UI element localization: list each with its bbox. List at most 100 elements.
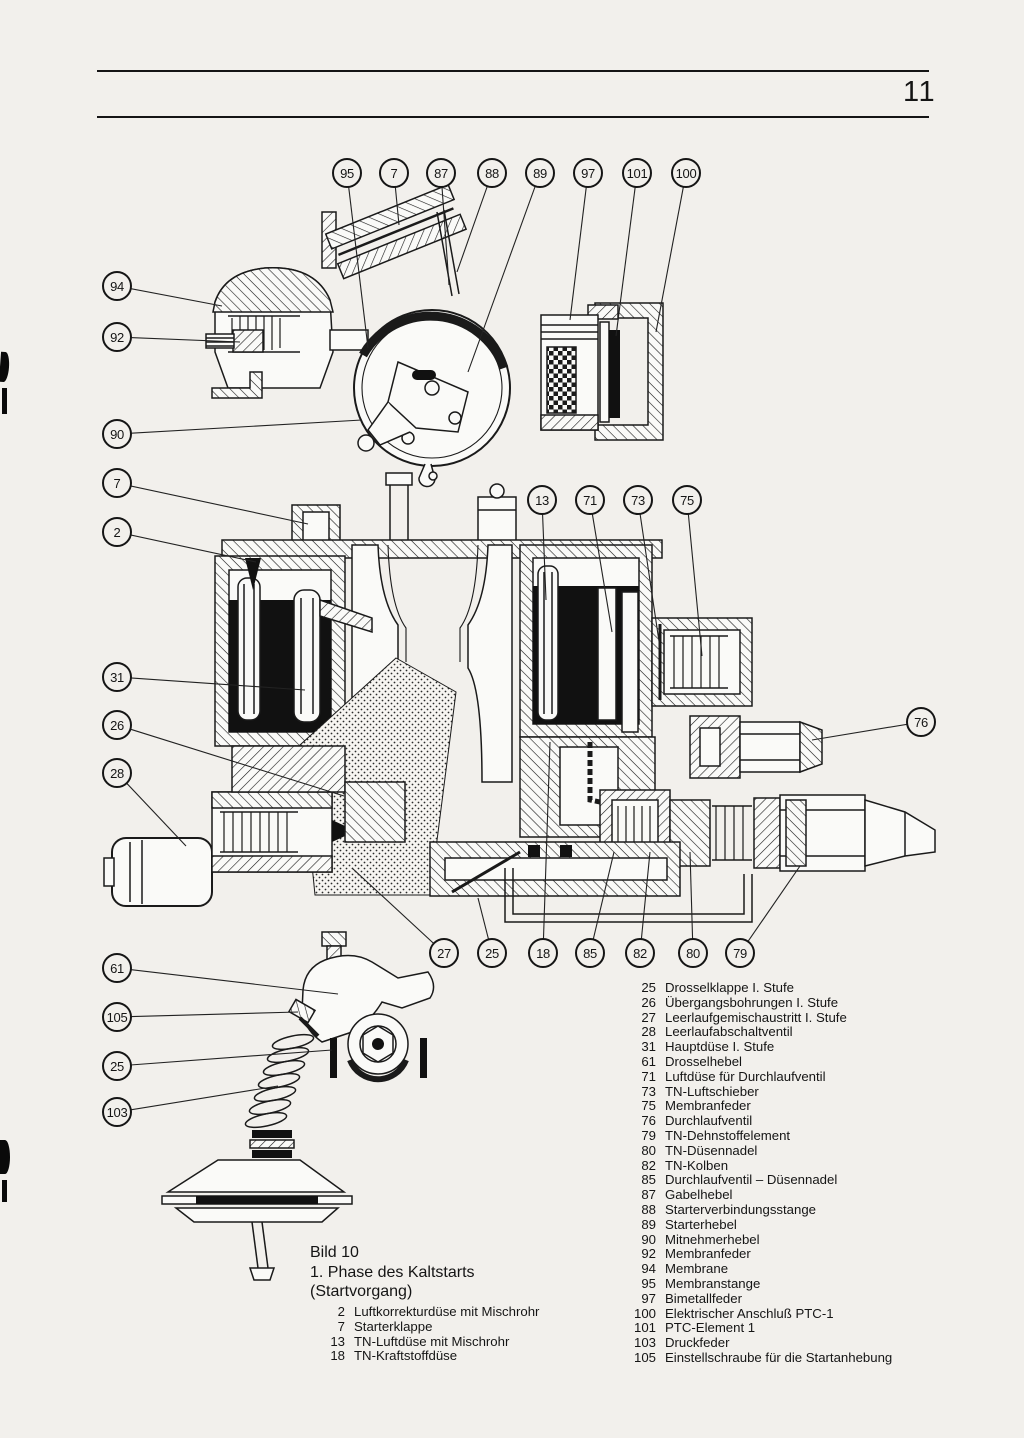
legend-part-number: 28 — [641, 1024, 656, 1040]
legend-row-75: 75 Membranfeder — [620, 1099, 892, 1114]
legend-part-label: TN-Düsennadel — [665, 1142, 758, 1158]
callout-61: 61 — [102, 953, 132, 983]
legend-part-number: 80 — [641, 1142, 656, 1158]
legend-part-label: Luftkorrekturdüse mit Mischrohr — [354, 1304, 540, 1319]
legend-part-number: 71 — [641, 1068, 656, 1084]
legend-part-number: 79 — [641, 1127, 656, 1143]
legend-row-82: 82 TN-Kolben — [620, 1157, 892, 1174]
legend-part-number: 26 — [641, 994, 656, 1010]
legend-part-label: Membranfeder — [665, 1098, 751, 1114]
legend-part-label: TN-Luftdüse mit Mischrohr — [354, 1333, 510, 1349]
legend-part-number: 94 — [641, 1261, 656, 1277]
legend-row-76: 76 Durchlaufventil — [620, 1113, 892, 1129]
legend-part-number: 13 — [330, 1333, 345, 1349]
legend-row-13: 13 TN-Luftdüse mit Mischrohr — [312, 1333, 539, 1350]
legend-part-number: 27 — [641, 1009, 656, 1025]
legend-row-25: 25 Drosselklappe I. Stufe — [620, 980, 892, 996]
legend-part-number: 76 — [641, 1113, 656, 1129]
callout-28: 28 — [102, 758, 132, 788]
legend-part-number: 2 — [337, 1304, 345, 1319]
legend-part-number: 95 — [641, 1275, 656, 1291]
callout-7-main: 7 — [102, 468, 132, 498]
legend-part-label: Mitnehmerhebel — [665, 1231, 760, 1247]
legend-part-label: Drosselhebel — [665, 1053, 742, 1069]
callout-76: 76 — [906, 707, 936, 737]
legend-part-label: Bimetallfeder — [665, 1290, 742, 1306]
legend-row-2: 2 Luftkorrekturdüse mit Mischrohr — [312, 1304, 540, 1320]
legend-row-97: 97 Bimetallfeder — [620, 1290, 892, 1307]
legend-part-label: TN-Kraftstoffdüse — [354, 1348, 458, 1364]
legend-part-number: 103 — [633, 1335, 656, 1351]
legend-part-number: 61 — [641, 1053, 656, 1069]
legend-part-label: Durchlaufventil – Düsennadel — [665, 1172, 838, 1188]
legend-row-61: 61 Drosselhebel — [620, 1053, 892, 1070]
legend-part-label: Membrane — [665, 1261, 729, 1277]
callout-100: 100 — [671, 158, 701, 188]
legend-part-number: 85 — [641, 1172, 656, 1188]
legend-part-number: 89 — [641, 1216, 656, 1232]
legend-part-label: Drosselklappe I. Stufe — [665, 980, 795, 995]
binding-mark — [2, 1180, 7, 1202]
callout-79: 79 — [725, 938, 755, 968]
legend-part-label: Leerlaufabschaltventil — [665, 1024, 793, 1040]
legend-part-number: 75 — [641, 1098, 656, 1114]
legend-part-label: TN-Dehnstoffelement — [665, 1127, 791, 1143]
callout-87: 87 — [426, 158, 456, 188]
legend-row-80: 80 TN-Düsennadel — [620, 1142, 892, 1159]
legend-part-number: 82 — [641, 1157, 656, 1173]
throttle-lever-assembly — [161, 931, 435, 1281]
legend-part-label: Gabelhebel — [665, 1187, 733, 1203]
callout-94: 94 — [102, 271, 132, 301]
pressure-spring — [244, 1033, 315, 1129]
legend-part-number: 87 — [641, 1187, 656, 1203]
legend-part-label: Membranstange — [665, 1275, 761, 1291]
legend-part-label: Starterklappe — [354, 1318, 433, 1334]
binding-mark — [0, 1140, 10, 1174]
legend-part-label: Einstellschraube für die Startanhebung — [665, 1349, 893, 1365]
callout-75: 75 — [672, 485, 702, 515]
legend-row-28: 28 Leerlaufabschaltventil — [620, 1025, 892, 1040]
figure-subtitle-2: (Startvorgang) — [310, 1283, 413, 1300]
callout-13: 13 — [527, 485, 557, 515]
callout-73: 73 — [623, 485, 653, 515]
callout-85: 85 — [575, 938, 605, 968]
main-carburetor-section — [103, 472, 936, 923]
legend-part-label: Durchlaufventil — [665, 1113, 753, 1129]
legend-row-18: 18 TN-Kraftstoffdüse — [312, 1349, 539, 1364]
callout-27: 27 — [429, 938, 459, 968]
legend-part-number: 18 — [330, 1348, 345, 1364]
legend-part-label: TN-Luftschieber — [665, 1083, 759, 1099]
legend-row-94: 94 Membrane — [620, 1261, 892, 1277]
callout-7-choke: 7 — [379, 158, 409, 188]
legend-part-number: 92 — [641, 1246, 656, 1262]
callout-90: 90 — [102, 419, 132, 449]
callout-97: 97 — [573, 158, 603, 188]
legend-part-number: 25 — [641, 980, 656, 995]
legend-part-label: PTC-Element 1 — [665, 1320, 756, 1336]
ptc-heater-unit — [540, 302, 664, 441]
callout-105: 105 — [102, 1002, 132, 1032]
legend-row-87: 87 Gabelhebel — [620, 1187, 892, 1203]
figure-number: Bild 10 — [310, 1244, 359, 1261]
callout-2: 2 — [102, 517, 132, 547]
header-rule-bottom — [97, 116, 929, 118]
legend-part-number: 97 — [641, 1290, 656, 1306]
legend-part-label: TN-Kolben — [665, 1157, 729, 1173]
callout-71: 71 — [575, 485, 605, 515]
callout-18: 18 — [528, 938, 558, 968]
legend-part-number: 31 — [641, 1039, 656, 1055]
